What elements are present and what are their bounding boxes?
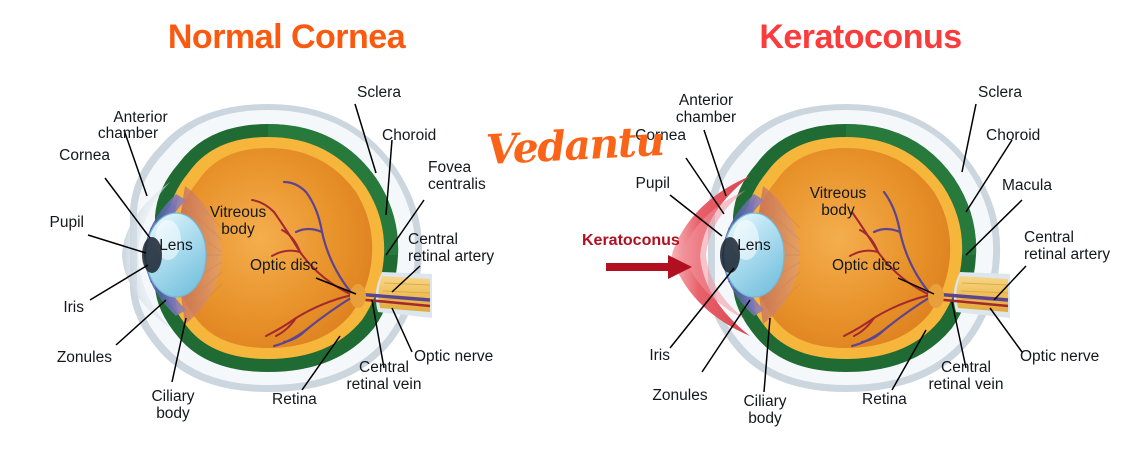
- label-central-retinal-vein: Central retinal vein: [346, 359, 422, 393]
- label-optic-nerve: Optic nerve: [414, 348, 494, 365]
- label-central-retinal-artery: Central retinal artery: [408, 231, 495, 265]
- page-title-normal-cornea: Normal Cornea: [167, 18, 406, 56]
- page-title-keratoconus: Keratoconus: [759, 18, 962, 56]
- label-anterior-chamber: Anterior chamber: [675, 92, 737, 126]
- label-iris: Iris: [63, 299, 84, 316]
- keratoconus-callout-label: Keratoconus: [582, 232, 680, 249]
- label-choroid: Choroid: [382, 127, 437, 144]
- panel-keratoconus: Keratoconus: [574, 0, 1147, 459]
- label-vitreous-body: Vitreous body: [809, 185, 867, 219]
- label-iris: Iris: [649, 347, 670, 364]
- label-cornea: Cornea: [59, 147, 110, 164]
- label-retina: Retina: [862, 391, 907, 408]
- label-optic-disc: Optic disc: [832, 257, 901, 274]
- vedantu-wordmark: Vedantu: [484, 116, 665, 175]
- label-pupil: Pupil: [635, 175, 670, 192]
- arrow-right-icon: [606, 255, 692, 279]
- label-cornea: Cornea: [635, 127, 686, 144]
- label-optic-disc: Optic disc: [250, 257, 319, 274]
- normal-eye-illustration: [87, 103, 432, 392]
- panel-normal-cornea: Normal Cornea: [0, 0, 573, 459]
- label-pupil: Pupil: [49, 214, 84, 231]
- label-vitreous-body: Vitreous body: [209, 204, 267, 238]
- label-central-retinal-vein: Central retinal vein: [928, 359, 1004, 393]
- label-choroid: Choroid: [986, 127, 1041, 144]
- label-ciliary-body: Ciliary body: [743, 393, 787, 427]
- label-lens: Lens: [159, 237, 193, 254]
- label-anterior-chamber: Anterior chamber: [97, 108, 168, 143]
- label-sclera: Sclera: [978, 84, 1022, 101]
- label-optic-nerve: Optic nerve: [1020, 348, 1100, 365]
- label-fovea-centralis: Fovea centralis: [428, 159, 486, 193]
- label-zonules: Zonules: [652, 387, 708, 404]
- label-zonules: Zonules: [56, 349, 112, 366]
- label-retina: Retina: [272, 391, 317, 408]
- label-ciliary-body: Ciliary body: [151, 388, 195, 422]
- keratoconus-eye-illustration: [669, 103, 1027, 393]
- label-sclera: Sclera: [357, 84, 401, 101]
- label-macula: Macula: [1002, 177, 1052, 194]
- label-central-retinal-artery: Central retinal artery: [1024, 229, 1111, 263]
- label-lens: Lens: [737, 237, 771, 254]
- vedantu-logo[interactable]: Vedantu: [485, 117, 665, 175]
